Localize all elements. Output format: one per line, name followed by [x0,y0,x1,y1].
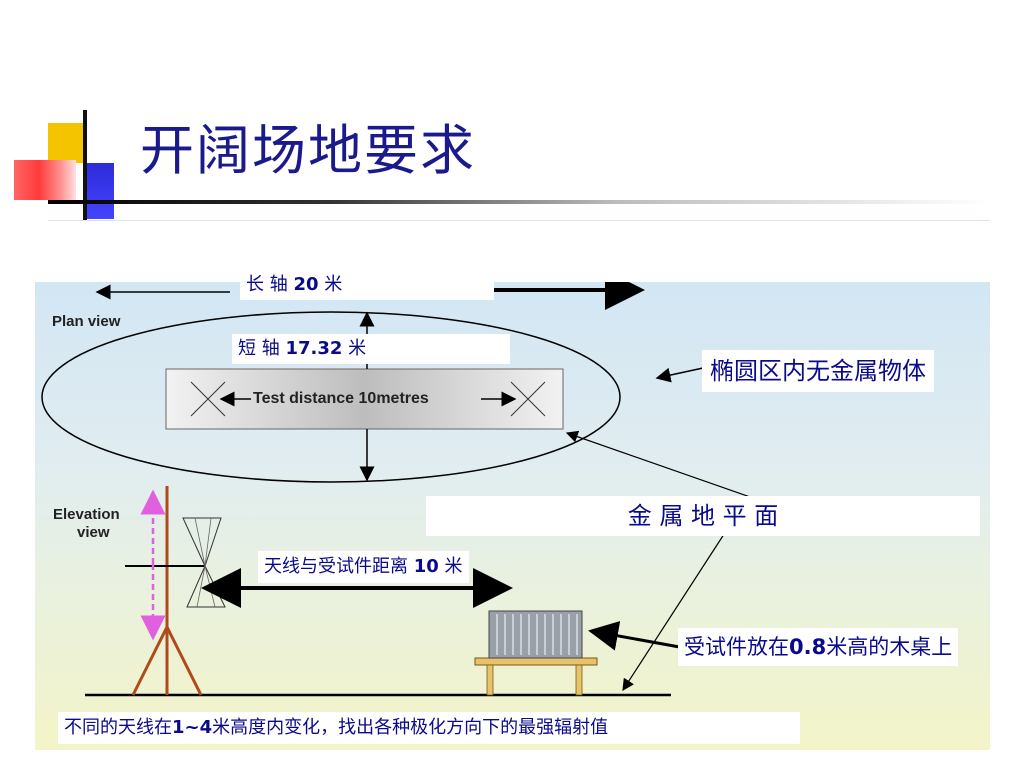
title-underline [48,200,990,204]
major-axis-suffix: 米 [318,274,343,295]
antenna-position-x-mark [190,381,226,417]
minor-axis-suffix: 米 [342,338,367,359]
antenna-height-suffix: 米高度内变化，找出各种极化方向下的最强辐射值 [212,717,609,738]
antenna-distance-value: 10 [413,556,439,577]
antenna-distance-prefix: 天线与受试件距离 [264,556,414,577]
diagram-drawing [41,282,771,697]
title-decoration-vertical-line [83,110,87,220]
antenna-height-label: 不同的天线在1~4米高度内变化，找出各种极化方向下的最强辐射值 [58,712,800,744]
minor-axis-value: 17.32 [285,338,343,359]
slide-title: 开阔场地要求 [140,119,476,182]
wooden-table-leg-left [486,664,494,696]
ground-plane-pointer-line-2 [622,527,729,692]
elevation-view-label-line1: Elevation [53,506,120,523]
wooden-table-top [474,657,598,666]
minor-axis-label: 短 轴 17.32 米 [232,334,510,364]
antenna-distance-suffix: 米 [438,556,463,577]
ellipse-no-metal-label: 椭圆区内无金属物体 [702,350,934,392]
antenna-height-value: 1~4 [172,717,213,738]
eut-table-label: 受试件放在0.8米高的木桌上 [678,628,959,666]
wooden-table-leg-right [575,664,583,696]
eut-pointer-line [588,621,686,651]
ellipse-pointer-line [655,367,704,383]
eut-position-x-mark [510,381,546,417]
biconical-antenna-inner [194,517,216,608]
eut-equipment-rack [488,610,583,659]
metal-ground-plane-label: 金 属 地 平 面 [426,496,980,536]
eut-table-prefix: 受试件放在 [684,635,789,659]
major-axis-label: 长 轴 20 米 [240,270,494,300]
title-decoration-red-square [14,160,76,200]
antenna-height-prefix: 不同的天线在 [64,717,172,738]
ground-plane-pointer-line [565,430,771,505]
elevation-view-label-line2: view [77,524,110,541]
plan-view-label: Plan view [52,313,121,330]
test-distance-label: Test distance 10metres [253,390,429,407]
minor-axis-prefix: 短 轴 [238,338,286,359]
title-decoration-blue-square [86,163,114,219]
major-axis-prefix: 长 轴 [246,274,294,295]
eut-table-value: 0.8 [789,635,827,659]
eut-table-suffix: 米高的木桌上 [826,635,953,659]
antenna-distance-label: 天线与受试件距离 10 米 [258,551,469,583]
cispr-ellipse [41,311,621,483]
title-underline-thin [48,220,990,221]
major-axis-value: 20 [293,274,319,295]
title-decoration-yellow-square [48,123,86,163]
